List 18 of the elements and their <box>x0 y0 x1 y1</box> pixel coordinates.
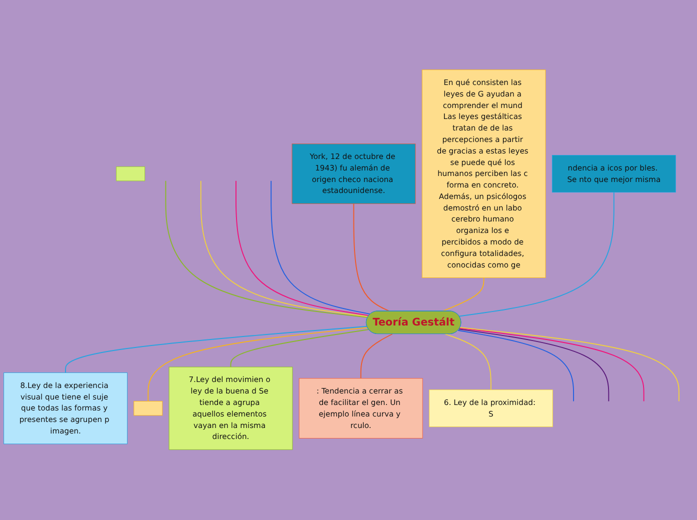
connector <box>458 192 614 318</box>
node-box <box>134 401 163 416</box>
connector <box>360 334 393 380</box>
connector <box>236 180 370 316</box>
connector <box>460 327 680 402</box>
connector <box>230 329 370 368</box>
connector <box>458 330 574 402</box>
connector <box>165 180 368 318</box>
connector <box>65 326 368 374</box>
connector <box>459 328 644 402</box>
connector <box>148 327 368 402</box>
connector <box>442 278 484 312</box>
connector <box>270 180 371 315</box>
connector <box>458 328 610 402</box>
connector <box>200 180 369 318</box>
node-box <box>116 166 146 182</box>
connector <box>444 334 492 391</box>
connector <box>353 204 390 312</box>
